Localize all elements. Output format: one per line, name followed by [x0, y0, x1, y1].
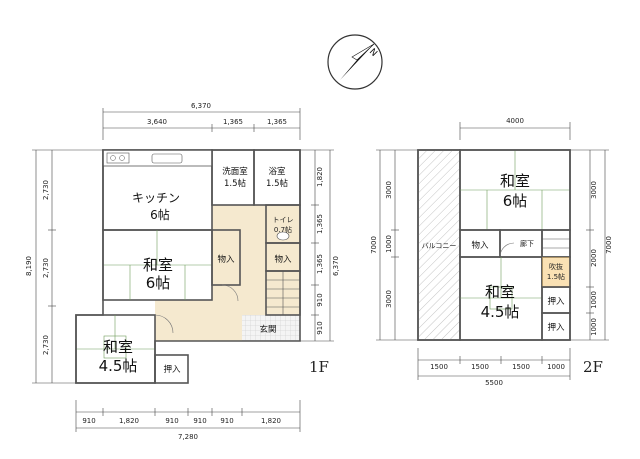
f1-bottom-seg-6: 1,820 — [261, 417, 281, 425]
f2-stairs — [541, 229, 571, 258]
toilet-name: トイレ — [273, 216, 294, 224]
f2-washitsu-45-size: 4.5帖 — [481, 303, 520, 321]
f1-right-seg-1: 1,820 — [316, 167, 324, 187]
f2-left-seg-3: 3000 — [385, 290, 393, 308]
entrance-label: 玄関 — [259, 324, 276, 335]
kitchen-name: キッチン — [132, 191, 180, 205]
f2-bottom-total: 5500 — [485, 379, 503, 387]
washroom-name: 洗面室 — [222, 166, 248, 177]
compass: N — [327, 34, 383, 90]
f2-washitsu-6-size: 6帖 — [503, 192, 528, 210]
floor2-plan: 和室 6帖 バルコニー 物入 廊下 和室 4.5帖 吹抜 1.5帖 押入 押入 … — [417, 149, 603, 376]
closet-label: 押入 — [163, 364, 181, 375]
storage-b-label: 物入 — [274, 254, 292, 265]
f1-bottom-seg-3: 910 — [165, 417, 178, 425]
balcony-label: バルコニー — [422, 242, 457, 250]
f1-top-seg-2: 1,365 — [223, 118, 243, 126]
f2-closet-b-label: 押入 — [547, 322, 565, 333]
f2-right-seg-3: 1000 — [590, 291, 598, 309]
f2-bottom-seg-1: 1500 — [430, 363, 448, 371]
f1-right-total: 6,370 — [332, 256, 340, 276]
floor1-plan: キッチン 6帖 洗面室 1.5帖 浴室 1.5帖 トイレ 0.7帖 物入 和室 … — [75, 149, 329, 384]
f2-right-total: 7000 — [605, 236, 613, 254]
entrance-floor — [242, 315, 300, 341]
f1-bottom-total: 7,280 — [178, 433, 198, 441]
washitsu-6-name: 和室 — [143, 256, 173, 274]
hallway-label: 廊下 — [520, 239, 534, 248]
f2-left-total: 7000 — [370, 236, 378, 254]
f1-bottom-seg-2: 1,820 — [119, 417, 139, 425]
compass-needle-icon — [340, 44, 374, 80]
floor1-label: 1F — [309, 358, 329, 376]
washitsu-45-name: 和室 — [103, 338, 133, 356]
f1-left-seg-3: 2,730 — [42, 335, 50, 355]
f1-bottom-seg-1: 910 — [82, 417, 95, 425]
f1-top-total: 6,370 — [191, 102, 211, 110]
washroom-size: 1.5帖 — [224, 178, 247, 189]
sink-icon — [151, 153, 183, 164]
f2-bottom-seg-2: 1500 — [471, 363, 489, 371]
f2-washitsu-45-name: 和室 — [485, 283, 515, 301]
floor1-dimensions: 6,370 3,640 1,365 1,365 8,190 2,730 2,73… — [25, 102, 340, 441]
f1-bottom-seg-5: 910 — [220, 417, 233, 425]
f1-right-seg-4: 910 — [316, 293, 324, 306]
f1-top-seg-3: 1,365 — [267, 118, 287, 126]
f2-storage-label: 物入 — [471, 240, 489, 251]
washroom-room — [211, 149, 255, 206]
bath-name: 浴室 — [268, 166, 286, 177]
compass-north-label: N — [367, 47, 379, 59]
bath-room — [253, 149, 301, 206]
f1-right-seg-2: 1,365 — [316, 214, 324, 234]
compass-ring — [327, 34, 383, 90]
f2-left-seg-1: 3000 — [385, 181, 393, 199]
kitchen-size: 6帖 — [150, 207, 170, 222]
floor2-label: 2F — [583, 358, 603, 376]
fukinuke-label: 吹抜 — [549, 262, 563, 271]
f2-left-seg-2: 1000 — [385, 235, 393, 253]
f2-right-seg-1: 3000 — [590, 181, 598, 199]
floor2-dimensions: 4000 7000 3000 1000 3000 3000 2000 1000 … — [370, 117, 613, 387]
toilet-size: 0.7帖 — [274, 225, 292, 234]
washitsu-45-size: 4.5帖 — [99, 357, 138, 375]
bath-size: 1.5帖 — [266, 178, 289, 189]
f1-left-total: 8,190 — [25, 256, 33, 276]
f2-right-seg-4: 1000 — [590, 318, 598, 336]
f1-bottom-seg-4: 910 — [193, 417, 206, 425]
f2-closet-a-label: 押入 — [547, 296, 565, 307]
f1-left-seg-1: 2,730 — [42, 180, 50, 200]
washitsu-6-size: 6帖 — [146, 274, 171, 292]
f2-top-total: 4000 — [506, 117, 524, 125]
f1-right-seg-3: 1,365 — [316, 254, 324, 274]
fukinuke-size: 1.5帖 — [547, 272, 565, 281]
f2-bottom-seg-4: 1000 — [547, 363, 565, 371]
f1-top-seg-1: 3,640 — [147, 118, 167, 126]
f2-washitsu-6-name: 和室 — [500, 172, 530, 190]
f2-right-seg-2: 2000 — [590, 249, 598, 267]
storage-a-label: 物入 — [217, 254, 235, 265]
stove-icon — [106, 152, 130, 164]
f1-right-seg-5: 910 — [316, 321, 324, 334]
f2-bottom-seg-3: 1500 — [512, 363, 530, 371]
toilet-icon — [276, 231, 290, 241]
f1-left-seg-2: 2,730 — [42, 258, 50, 278]
storage-a-room — [211, 229, 241, 286]
